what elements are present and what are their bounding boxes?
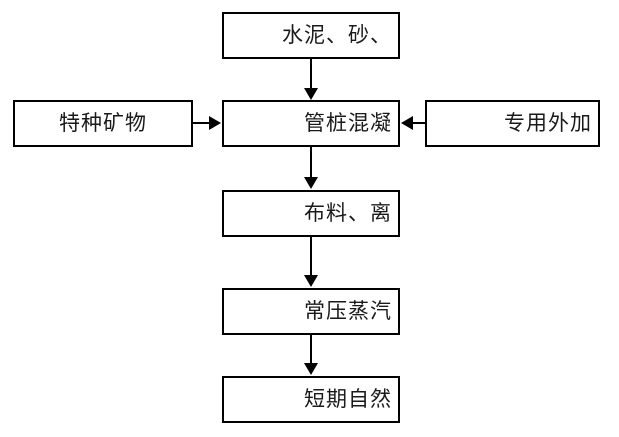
node-cement-sand[interactable]: 水泥、砂、 (222, 12, 400, 59)
connector-concrete-to-distribution (310, 147, 312, 178)
node-pipe-pile-concrete-label: 管桩混凝 (304, 111, 392, 135)
arrowhead-admixture-to-concrete (401, 116, 413, 130)
arrowhead-distribution-to-steam (304, 275, 318, 287)
arrowhead-mineral-to-concrete (209, 116, 221, 130)
arrowhead-materials-to-concrete (304, 88, 318, 100)
node-pipe-pile-concrete[interactable]: 管桩混凝 (222, 100, 400, 147)
node-special-admixture[interactable]: 专用外加 (425, 100, 600, 147)
arrowhead-concrete-to-distribution (304, 177, 318, 189)
connector-distribution-to-steam (310, 237, 312, 276)
connector-steam-to-natural (310, 335, 312, 364)
node-distribution-centrifugal[interactable]: 布料、离 (222, 190, 400, 237)
connector-mineral-to-concrete (193, 122, 210, 124)
node-atmospheric-steam-label: 常压蒸汽 (304, 299, 392, 323)
node-short-term-natural[interactable]: 短期自然 (222, 376, 400, 423)
connector-admixture-to-concrete (412, 122, 425, 124)
node-special-mineral-label: 特种矿物 (59, 111, 147, 135)
connector-materials-to-concrete (310, 59, 312, 89)
arrowhead-steam-to-natural (304, 363, 318, 375)
node-special-admixture-label: 专用外加 (504, 111, 592, 135)
node-short-term-natural-label: 短期自然 (304, 387, 392, 411)
node-atmospheric-steam[interactable]: 常压蒸汽 (222, 288, 400, 335)
node-cement-sand-label: 水泥、砂、 (282, 23, 392, 47)
node-special-mineral[interactable]: 特种矿物 (13, 100, 193, 147)
node-distribution-centrifugal-label: 布料、离 (304, 201, 392, 225)
